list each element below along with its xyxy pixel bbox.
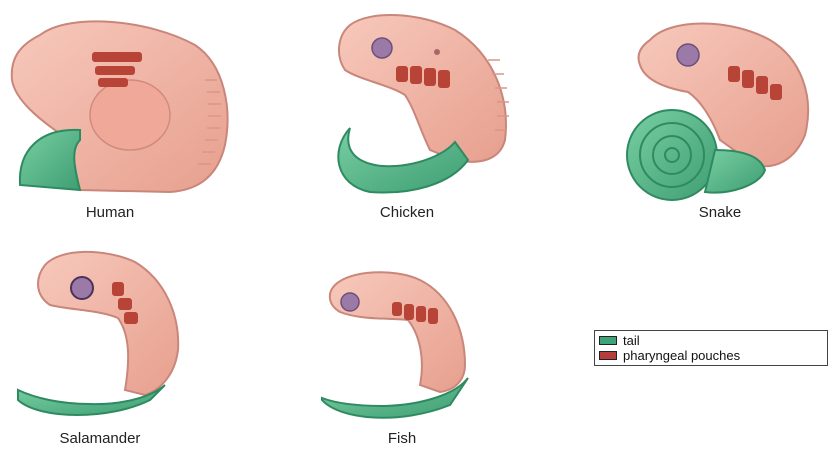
fish-embryo [322, 272, 468, 418]
label-human: Human [55, 204, 165, 221]
salamander-embryo [18, 252, 178, 415]
snake-eye [677, 44, 699, 66]
legend-label-pouches: pharyngeal pouches [623, 348, 740, 363]
chicken-body [339, 15, 506, 162]
fish-body [330, 272, 465, 392]
chicken-embryo [338, 15, 509, 193]
fish-eye [341, 293, 359, 311]
human-embryo [12, 21, 228, 192]
label-fish: Fish [362, 430, 442, 447]
chicken-ear [434, 49, 440, 55]
legend-swatch-tail [599, 336, 617, 345]
salamander-eye [71, 277, 93, 299]
label-chicken: Chicken [352, 204, 462, 221]
label-salamander: Salamander [35, 430, 165, 447]
label-snake: Snake [665, 204, 775, 221]
snake-embryo [627, 24, 808, 201]
human-tail [20, 130, 80, 190]
salamander-body [38, 252, 178, 395]
legend-item-tail: tail [599, 333, 823, 348]
human-limb-bud [90, 80, 170, 150]
legend-item-pouches: pharyngeal pouches [599, 348, 823, 363]
chicken-eye [372, 38, 392, 58]
legend-label-tail: tail [623, 333, 640, 348]
legend: tail pharyngeal pouches [594, 330, 828, 366]
legend-swatch-pouches [599, 351, 617, 360]
